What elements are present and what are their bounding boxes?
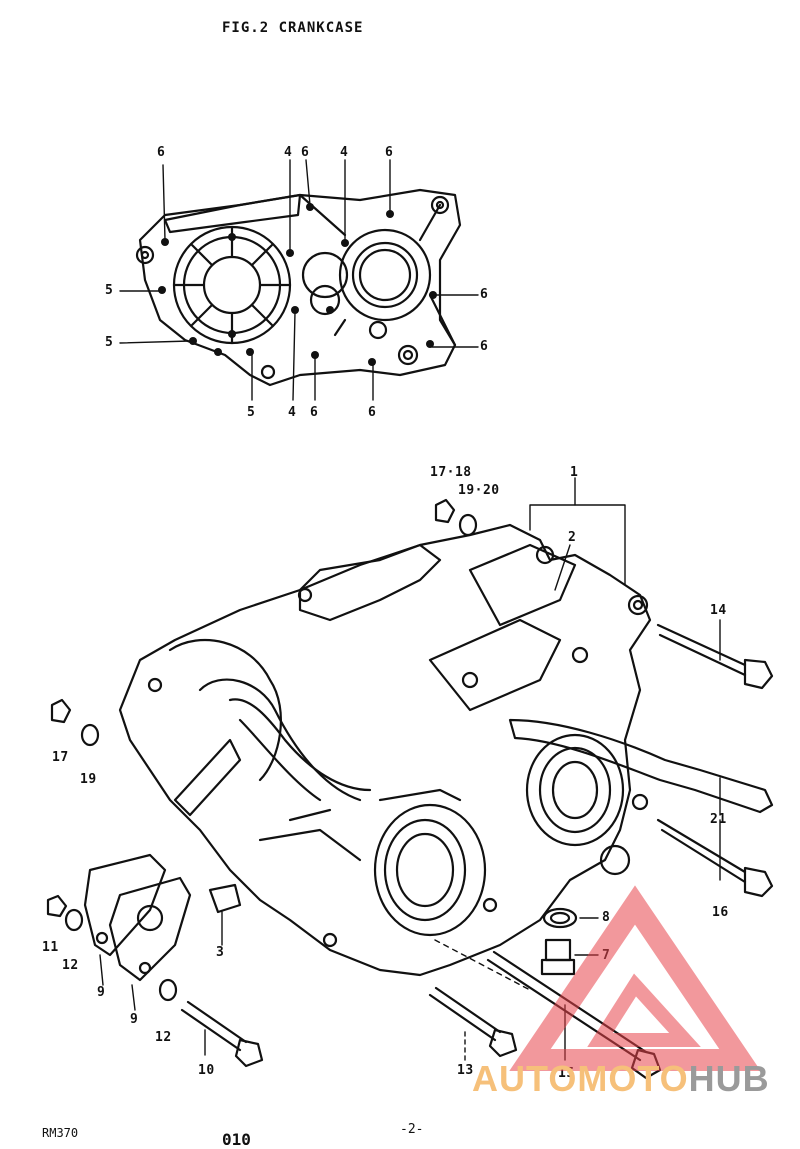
plate-9b (108, 876, 192, 982)
callout-9: 9 (97, 985, 106, 1000)
callout-6: 6 (157, 145, 166, 160)
callout-6: 6 (480, 339, 489, 354)
watermark-text: AUTOMOTOHUB (472, 1058, 770, 1100)
callout-6: 6 (301, 145, 310, 160)
callout-12: 12 (155, 1030, 172, 1045)
page-number: -2- (400, 1122, 424, 1137)
drain-plug-7 (540, 938, 576, 976)
callout-14: 14 (710, 603, 727, 618)
callout-4: 4 (340, 145, 349, 160)
callout-11: 11 (42, 940, 59, 955)
inner-view-leaders (119, 159, 479, 401)
callout-9: 9 (130, 1012, 139, 1027)
callout-6: 6 (310, 405, 319, 420)
gasket-8 (542, 907, 578, 929)
callout-7: 7 (602, 948, 611, 963)
callout-5: 5 (247, 405, 256, 420)
callout-19: 19 (80, 772, 97, 787)
watermark-part2: HUB (688, 1058, 770, 1099)
model-code: RM370 (42, 1126, 79, 1140)
callout-12: 12 (62, 958, 79, 973)
callout-5: 5 (105, 283, 114, 298)
nut-11 (46, 894, 68, 918)
watermark-part1: AUTOMOTO (472, 1058, 689, 1099)
callout-4: 4 (288, 405, 297, 420)
callout-5: 5 (105, 335, 114, 350)
callout-13: 13 (457, 1063, 474, 1078)
crankcase-assembly (118, 523, 774, 977)
callout-2: 2 (568, 530, 577, 545)
washer-12b (158, 978, 178, 1002)
callout-6: 6 (480, 287, 489, 302)
inner-view-bolts (158, 203, 437, 366)
callout-6: 6 (385, 145, 394, 160)
callout-19-20: 19·20 (458, 483, 500, 498)
nut-17 (50, 698, 72, 724)
washer-19-20 (458, 513, 478, 537)
bolt-13 (428, 986, 518, 1058)
page-code: 010 (222, 1130, 251, 1149)
figure-title: FIG.2 CRANKCASE (222, 20, 364, 36)
callout-10: 10 (198, 1063, 215, 1078)
washer-19 (80, 723, 100, 747)
callout-6: 6 (368, 405, 377, 420)
nut-17-18 (434, 498, 456, 524)
stud-bolt-16 (656, 818, 774, 898)
callout-17: 17 (52, 750, 69, 765)
bolt-10 (180, 1000, 264, 1068)
callout-1: 1 (570, 465, 579, 480)
callout-3: 3 (216, 945, 225, 960)
washer-12a (64, 908, 84, 932)
dowel-pin-3 (208, 883, 242, 914)
callout-21: 21 (710, 812, 727, 827)
stud-bolt-14 (656, 623, 774, 690)
callout-16: 16 (712, 905, 729, 920)
plate-9a (83, 853, 167, 957)
callout-17-18: 17·18 (430, 465, 472, 480)
crankcase-inner-view (135, 188, 462, 387)
callout-8: 8 (602, 910, 611, 925)
callout-4: 4 (284, 145, 293, 160)
